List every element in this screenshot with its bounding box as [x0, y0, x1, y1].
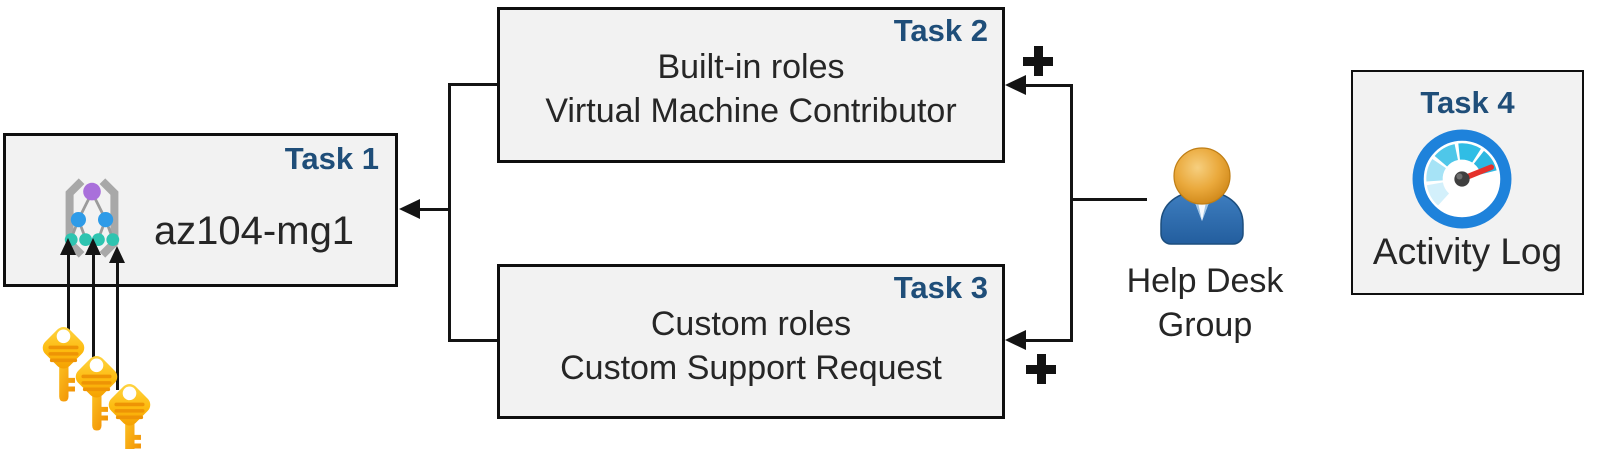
key-icon-3 [95, 379, 164, 449]
task1-box: Task 1 az104-mg1 [3, 133, 398, 287]
task4-box: Task 4 Activity Log [1351, 70, 1584, 295]
arrowhead-to-task2 [1005, 75, 1026, 95]
arrow-shaft-to-task3 [1023, 339, 1072, 342]
key-arrow3-head [109, 246, 125, 263]
key-arrow2-shaft [92, 252, 95, 360]
person-icon [1160, 147, 1244, 245]
arrow-shaft-to-task2 [1023, 84, 1072, 87]
arrowhead-to-task1 [399, 199, 420, 219]
left-connector-to-task3 [448, 339, 497, 342]
task3-label: Task 3 [893, 270, 988, 305]
task3-line1: Custom roles [650, 305, 852, 343]
actor-label-line1: Help Desk [1126, 262, 1284, 300]
key-arrow1-head [60, 238, 76, 255]
key-arrow1-shaft [67, 252, 70, 332]
plus-icon-task3 [1026, 354, 1056, 384]
actor-connector-stub [1070, 198, 1147, 201]
task4-caption: Activity Log [1372, 231, 1563, 272]
task2-line2: Virtual Machine Contributor [545, 92, 957, 130]
gauge-icon [1412, 129, 1512, 229]
task2-box: Task 2 Built-in roles Virtual Machine Co… [497, 7, 1005, 163]
key-arrow3-shaft [116, 260, 119, 390]
task3-line2: Custom Support Request [560, 349, 942, 387]
plus-icon-task2 [1023, 46, 1053, 76]
task2-line1: Built-in roles [657, 48, 845, 86]
task3-box: Task 3 Custom roles Custom Support Reque… [497, 264, 1005, 419]
task3-text: Custom roles Custom Support Request [500, 302, 1002, 390]
left-connector-to-task2 [448, 83, 497, 86]
task1-target-name: az104-mg1 [153, 209, 355, 253]
right-connector-vertical [1070, 84, 1073, 342]
key-arrow2-head [85, 238, 101, 255]
task2-text: Built-in roles Virtual Machine Contribut… [500, 45, 1002, 133]
left-connector-vertical [448, 83, 451, 342]
arrowhead-to-task3 [1005, 330, 1026, 350]
arrow-shaft-to-task1 [418, 208, 451, 211]
task1-label: Task 1 [284, 141, 379, 176]
task4-label: Task 4 [1420, 85, 1515, 120]
actor-label: Help Desk Group [1110, 259, 1300, 347]
actor-label-line2: Group [1157, 306, 1253, 344]
task2-label: Task 2 [893, 13, 988, 48]
